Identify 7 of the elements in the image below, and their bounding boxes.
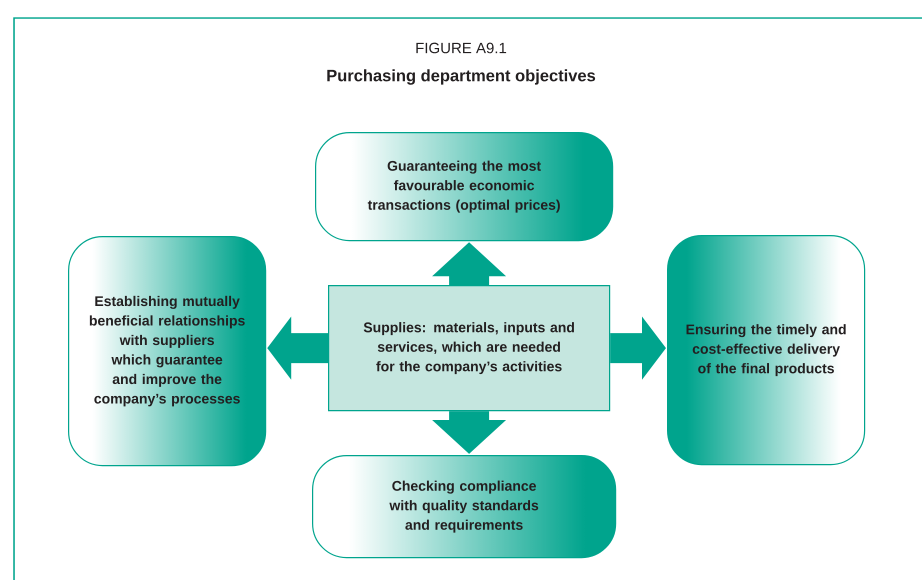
objective-box: Guaranteeing the most favourable economic transactions (optimal prices) — [315, 132, 614, 242]
figure-number: FIGURE A9.1 — [416, 42, 506, 54]
source-box: Supplies: materials, inputs and services, which are needed for the company’s activities — [328, 285, 610, 412]
objective-box: Establishing mutually beneficial relationships with suppliers which guarantee and improve the company’s processes — [68, 236, 266, 466]
objective-box: Checking compliance with quality standards and requirements — [312, 455, 616, 558]
title: Purchasing department objectives — [327, 69, 596, 85]
objective-box: Ensuring the timely and cost-effective delivery of the final products — [667, 235, 866, 466]
